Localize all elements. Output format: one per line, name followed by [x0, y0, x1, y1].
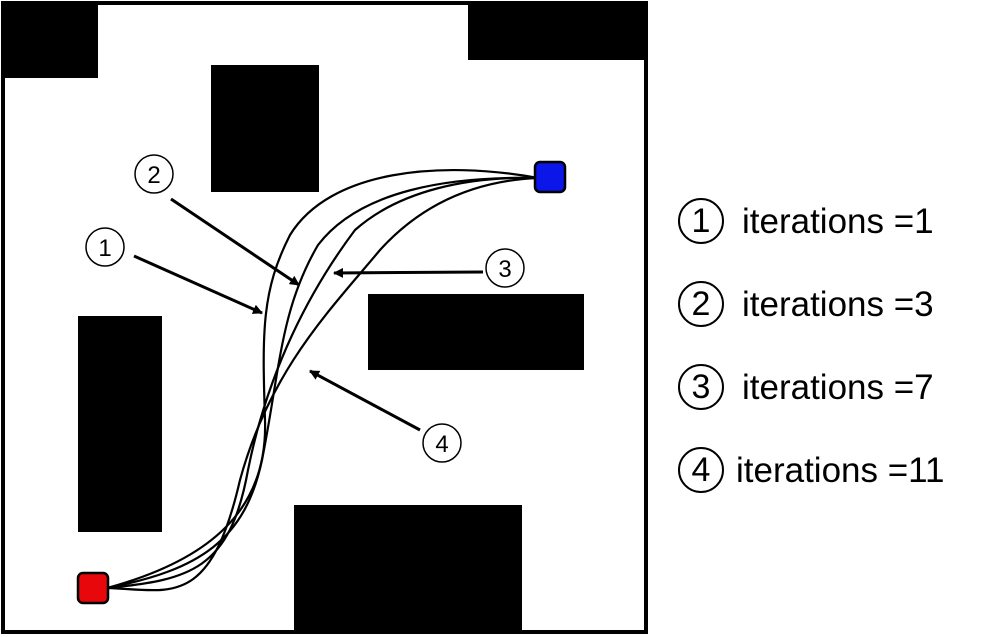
- arrow-1: [133, 254, 263, 315]
- legend: 1 iterations =1 2 iterations =3 3 iterat…: [676, 196, 982, 528]
- map-label-3: 3: [485, 248, 525, 288]
- legend-text-4: iterations =11: [736, 451, 945, 490]
- paths: [106, 168, 539, 592]
- obstacle-top-right-corner: [468, 3, 646, 60]
- legend-item-4: 4 iterations =11: [676, 445, 982, 528]
- path-iteration-1: [106, 168, 539, 590]
- obstacle-bottom-center: [294, 505, 522, 632]
- arrow-4: [309, 369, 421, 432]
- path-iteration-3: [106, 176, 539, 590]
- map-label-1: 1: [85, 227, 125, 267]
- arrow-3: [333, 267, 484, 278]
- legend-item-2: 2 iterations =3: [676, 279, 982, 362]
- map-label-2: 2: [134, 154, 174, 194]
- obstacle-right-middle: [368, 294, 584, 370]
- path-iteration-7: [106, 176, 539, 590]
- obstacle-upper-center: [211, 65, 319, 192]
- legend-number-1: 1: [678, 198, 724, 244]
- legend-number-3: 3: [678, 364, 724, 410]
- legend-text-2: iterations =3: [742, 285, 934, 324]
- path-iteration-11: [106, 176, 539, 592]
- obstacle-top-left-corner: [3, 3, 98, 78]
- legend-item-1: 1 iterations =1: [676, 196, 982, 279]
- legend-item-3: 3 iterations =7: [676, 362, 982, 445]
- obstacle-left-middle: [78, 316, 162, 532]
- map-label-4: 4: [422, 423, 462, 463]
- annotation-arrows: [133, 197, 484, 432]
- svg-text:4: 4: [435, 431, 448, 458]
- legend-text-3: iterations =7: [742, 368, 934, 407]
- svg-text:2: 2: [147, 162, 160, 189]
- legend-text-1: iterations =1: [742, 202, 934, 241]
- legend-number-2: 2: [678, 281, 724, 327]
- arrow-2: [170, 197, 300, 287]
- obstacles: [3, 3, 646, 632]
- svg-text:1: 1: [98, 235, 111, 262]
- goal-marker: [533, 160, 567, 194]
- svg-text:3: 3: [498, 256, 511, 283]
- legend-number-4: 4: [678, 447, 724, 493]
- start-marker: [76, 571, 110, 605]
- map-labels: 1 2 3 4: [85, 154, 525, 463]
- planning-map: 1 2 3 4: [1, 1, 648, 634]
